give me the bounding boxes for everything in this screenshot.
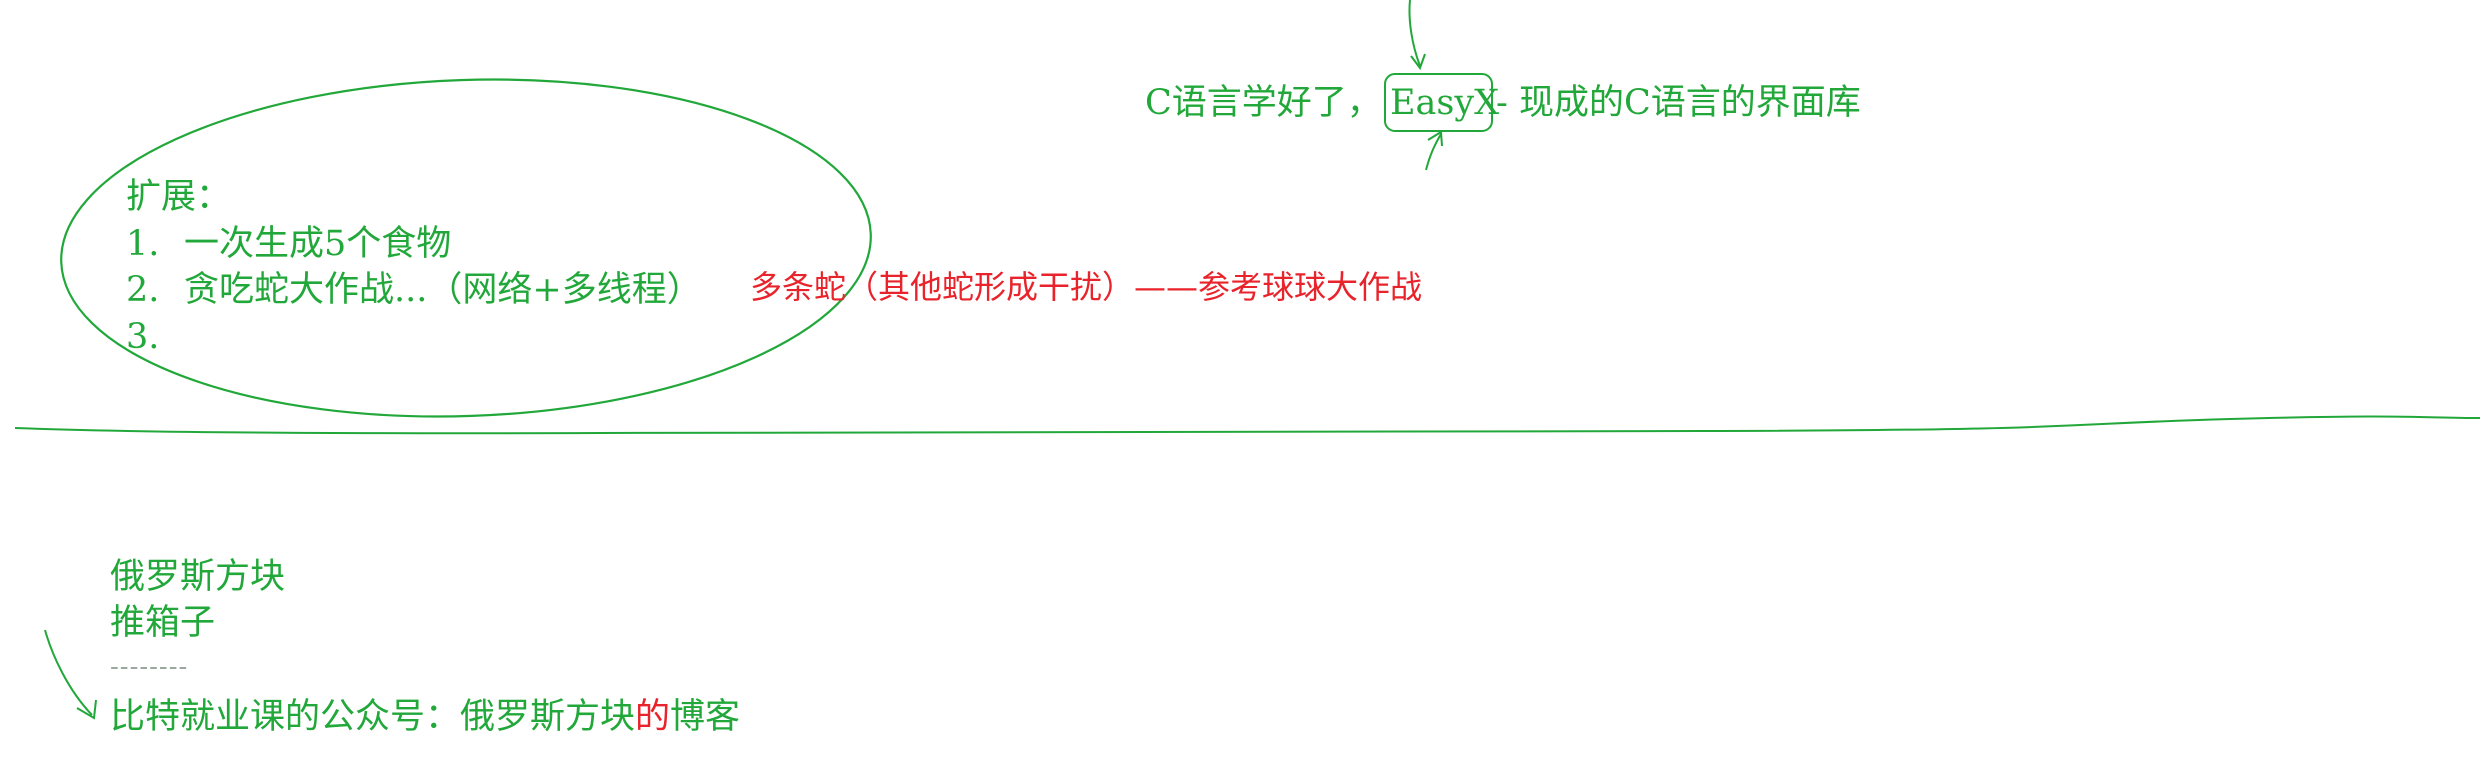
dashed-separator: --------	[110, 652, 189, 682]
arrow-down-to-easyx	[1408, 0, 1421, 67]
extension-item-3-num: 3.	[126, 317, 160, 357]
footer-line: 比特就业课的公众号：俄罗斯方块的博客	[110, 700, 740, 735]
easyx-box	[1384, 73, 1493, 132]
extension-item-2-text: 贪吃蛇大作战...（网络+多线程）	[184, 270, 702, 310]
extension-annotation: 多条蛇（其他蛇形成干扰）——参考球球大作战	[750, 268, 1423, 306]
arrow-to-footer	[44, 629, 93, 716]
game-item-tetris: 俄罗斯方块	[110, 557, 286, 597]
extension-circle	[60, 78, 872, 418]
extension-title: 扩展：	[126, 177, 232, 217]
footer-red-text: 的	[635, 697, 671, 737]
extension-item-1-text: 一次生成5个食物	[184, 224, 452, 264]
section-divider-line	[14, 415, 2480, 435]
arrow-up-to-easyx	[1425, 133, 1442, 171]
arrow-up-head	[1427, 130, 1443, 147]
footer-green-text: 比特就业课的公众号：俄罗斯方块	[110, 697, 636, 737]
game-item-sokoban: 推箱子	[110, 603, 216, 643]
arrow-down-head	[1410, 53, 1426, 71]
easyx-prefix: C语言学好了，	[1145, 83, 1382, 123]
extension-item-1-num: 1.	[126, 224, 160, 264]
arrow-footer-head	[76, 699, 97, 720]
easyx-suffix: - 现成的C语言的界面库	[1496, 83, 1861, 123]
extension-item-2-num: 2.	[126, 270, 160, 310]
easyx-boxed-label: EasyX	[1390, 83, 1500, 123]
footer-end-text: 博客	[670, 697, 741, 737]
